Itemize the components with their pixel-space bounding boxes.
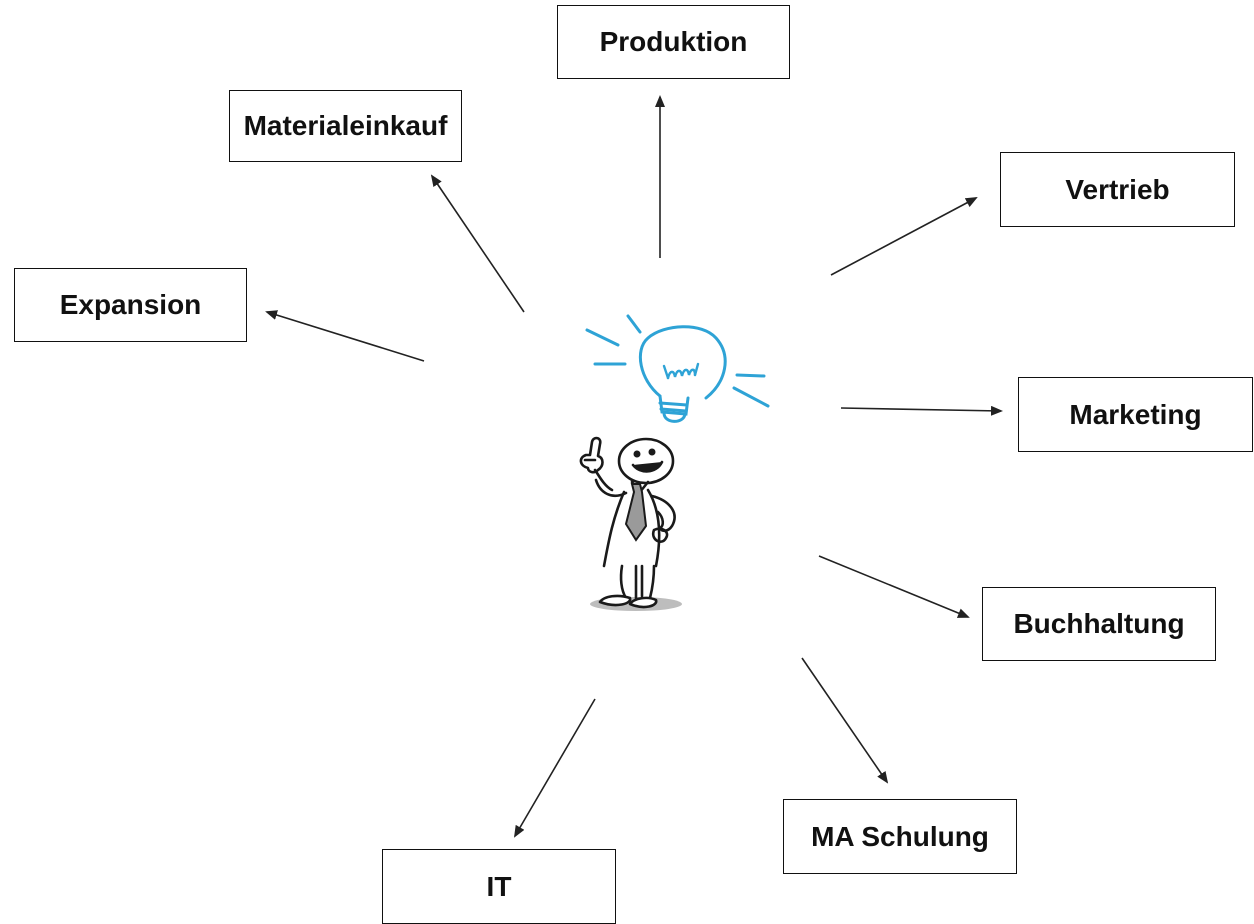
arrow-to-vertrieb <box>830 197 978 276</box>
node-label: Buchhaltung <box>1013 608 1185 639</box>
node-label: Produktion <box>599 26 748 57</box>
node-it: IT <box>382 849 616 924</box>
node-materialeinkauf: Materialeinkauf <box>229 90 462 162</box>
node-label: IT <box>486 870 512 902</box>
node-buchhaltung: Buchhaltung <box>982 587 1216 661</box>
node-marketing: Marketing <box>1018 377 1253 452</box>
node-label: Marketing <box>1069 398 1202 430</box>
node-label: Vertrieb <box>1065 173 1170 205</box>
stick-figure <box>579 436 676 609</box>
node-label: Expansion <box>59 289 202 320</box>
node-produktion: Produktion <box>557 5 790 79</box>
arrow-to-buchhaltung <box>818 555 970 618</box>
arrow-to-expansion <box>265 310 425 362</box>
lightbulb-icon <box>585 314 770 423</box>
node-expansion: Expansion <box>14 268 247 342</box>
arrow-to-ma-schulung <box>801 657 889 784</box>
node-label: Materialeinkauf <box>243 110 448 141</box>
tie <box>624 483 648 542</box>
arrow-to-materialeinkauf <box>430 174 525 313</box>
node-label: MA Schulung <box>811 820 989 852</box>
arrow-to-marketing <box>840 405 1003 416</box>
node-ma-schulung: MA Schulung <box>783 799 1017 874</box>
arrow-to-it <box>513 698 596 838</box>
node-vertrieb: Vertrieb <box>1000 152 1235 227</box>
